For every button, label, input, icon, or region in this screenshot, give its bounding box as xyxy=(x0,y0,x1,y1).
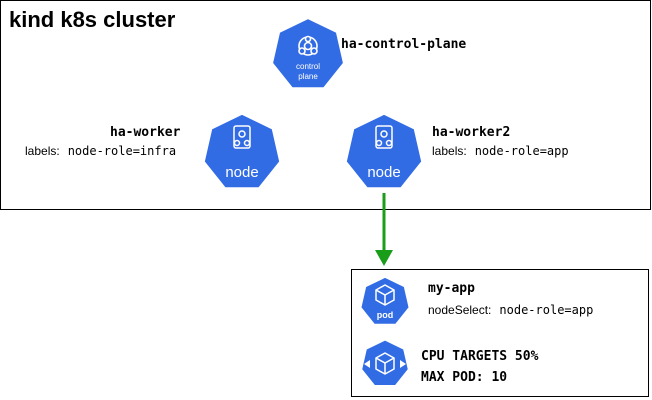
cluster-title: kind k8s cluster xyxy=(9,7,176,32)
control-plane-name: ha-control-plane xyxy=(341,37,466,52)
worker2-labels-prefix: labels: xyxy=(432,144,467,158)
worker1-name: ha-worker xyxy=(110,125,181,140)
pod-icon-text: pod xyxy=(377,310,394,320)
control-plane-icon: control plane xyxy=(271,17,345,90)
hpa-cpu-target: CPU TARGETS 50% xyxy=(421,349,539,364)
app-node-selector: nodeSelect: node-role=app xyxy=(428,301,593,318)
app-name: my-app xyxy=(428,281,475,296)
worker2-labels: labels: node-role=app xyxy=(432,142,569,159)
control-plane-icon-line2: plane xyxy=(298,72,318,81)
worker1-icon-text: node xyxy=(225,164,258,181)
scheduling-arrow xyxy=(375,193,393,266)
hpa-icon xyxy=(361,339,409,387)
worker1-node-icon: node xyxy=(202,112,282,190)
worker2-name: ha-worker2 xyxy=(432,125,510,140)
worker1-labels-prefix: labels: xyxy=(25,144,60,158)
app-selector-value: node-role=app xyxy=(499,303,593,317)
control-plane-icon-line1: control xyxy=(296,62,320,71)
worker1-labels: labels: node-role=infra xyxy=(25,142,176,159)
worker2-labels-value: node-role=app xyxy=(475,144,569,158)
worker1-labels-value: node-role=infra xyxy=(68,144,176,158)
worker2-node-icon: node xyxy=(344,112,424,190)
worker2-icon-text: node xyxy=(367,164,400,181)
pod-icon: pod xyxy=(360,276,410,325)
hpa-max-pod: MAX POD: 10 xyxy=(421,370,507,385)
app-selector-prefix: nodeSelect: xyxy=(428,303,491,317)
